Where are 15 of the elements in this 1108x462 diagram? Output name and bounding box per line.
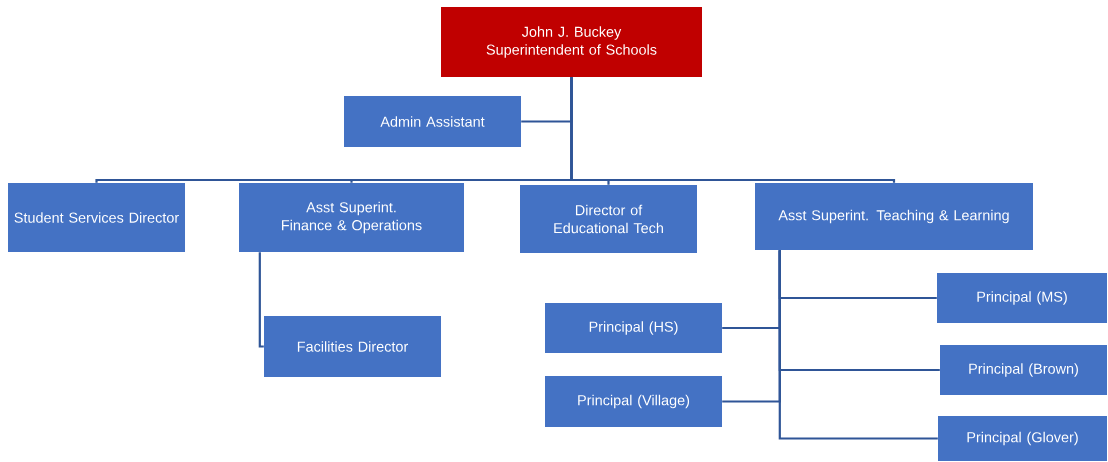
position-box: Principal (Brown) xyxy=(940,345,1107,395)
position-box: Facilities Director xyxy=(264,316,441,377)
position-box: Principal (MS) xyxy=(937,273,1107,323)
position-box: Asst Superint. Finance & Operations xyxy=(239,183,464,252)
title-box: John J. Buckey Superintendent of Schools xyxy=(441,7,702,77)
connector-line xyxy=(258,252,264,348)
position-box: Admin Assistant xyxy=(344,96,521,147)
position-box: Student Services Director xyxy=(8,183,185,252)
position-box: Director of Educational Tech xyxy=(520,185,697,253)
connector-line xyxy=(570,77,896,184)
position-box: Asst Superint. Teaching & Learning xyxy=(755,183,1033,250)
connector-line xyxy=(778,250,938,440)
position-box: Principal (Village) xyxy=(545,376,722,427)
position-box: Principal (HS) xyxy=(545,303,722,353)
position-box: Principal (Glover) xyxy=(938,416,1107,461)
